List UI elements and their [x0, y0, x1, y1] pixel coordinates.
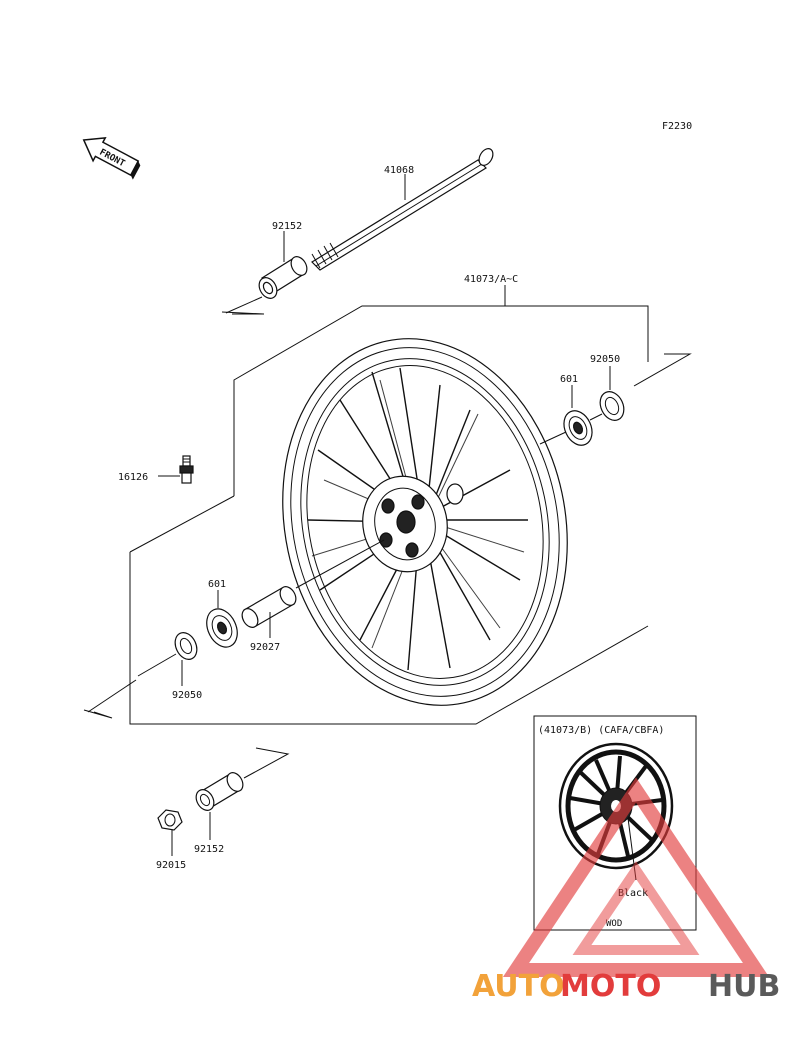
axle-label: 41068 — [384, 165, 414, 176]
wheel-bracket-top — [233, 305, 649, 496]
axis-mark — [221, 311, 265, 315]
axis-mark-right — [633, 353, 692, 387]
bearing-left-label: 601 — [208, 579, 226, 590]
nut-part — [157, 809, 183, 831]
spacer-label: 92027 — [250, 642, 280, 653]
bearing-left-part — [206, 608, 238, 648]
collar-bottom-label: 92152 — [194, 844, 224, 855]
seal-left-label: 92050 — [172, 690, 202, 701]
bearing-right-part — [563, 410, 593, 446]
spacer-part — [241, 586, 297, 628]
warning-triangle-icon — [502, 777, 770, 977]
axis-line-right-2 — [589, 413, 603, 421]
inset-color-label: Black — [618, 888, 648, 899]
inset-code: WOD — [606, 919, 622, 929]
seal-right-part — [599, 391, 625, 421]
seal-left-part — [174, 632, 198, 660]
watermark-logo — [502, 777, 770, 977]
axis-line-center — [295, 539, 385, 589]
collar-top-part — [258, 256, 308, 299]
wheel-label: 41073/A~C — [464, 274, 518, 285]
wheel-bracket-left — [129, 495, 235, 553]
axis-line-left-2 — [87, 679, 137, 713]
front-wheel-part — [282, 338, 568, 706]
wheel-bracket-bottom — [129, 552, 649, 725]
axis-line-top — [225, 296, 263, 314]
axis-line-right-1 — [539, 431, 567, 445]
axis-line-left — [137, 653, 177, 677]
nut-label: 92015 — [156, 860, 186, 871]
axis-mark-bottom — [243, 747, 290, 779]
seal-right-label: 92050 — [590, 354, 620, 365]
collar-bottom-part — [195, 772, 244, 811]
watermark-hub: HUB — [708, 969, 780, 1004]
collar-top-label: 92152 — [272, 221, 302, 232]
valve-part — [179, 455, 194, 484]
valve-label: 16126 — [118, 472, 148, 483]
watermark-auto: AUTO — [472, 969, 565, 1004]
axle-part — [311, 148, 494, 271]
watermark-moto: MOTO — [560, 969, 661, 1004]
bearing-right-label: 601 — [560, 374, 578, 385]
inset-black-wheel — [558, 742, 674, 870]
front-arrow-icon: FRONT — [82, 136, 141, 180]
figure-code: F2230 — [662, 121, 692, 132]
axis-mark-left — [83, 709, 113, 719]
watermark-text: AUTO MOTO HUB — [472, 969, 780, 1004]
inset-title: (41073/B) (CAFA/CBFA) — [538, 725, 664, 736]
